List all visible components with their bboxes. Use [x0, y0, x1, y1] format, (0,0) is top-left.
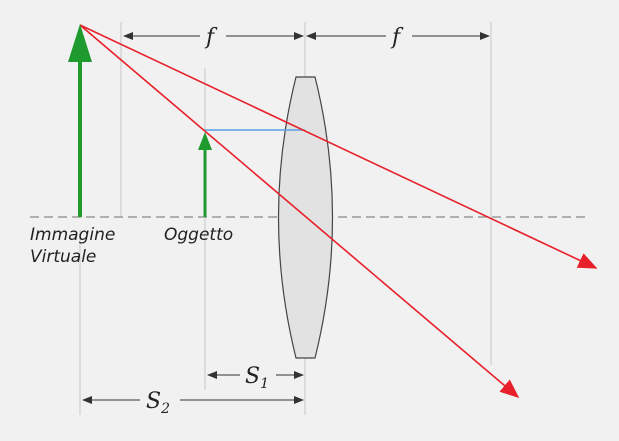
- object-label: Oggetto: [164, 225, 233, 245]
- object-arrow-head: [198, 132, 212, 150]
- s2-label: S2: [146, 389, 170, 417]
- virtual-image-label-line1: Immagine: [30, 225, 115, 245]
- ray-through-center: [79, 24, 520, 399]
- virtual-image-label-line2: Virtuale: [30, 247, 96, 267]
- ray-through-focus: [79, 24, 598, 269]
- virtual-image-arrow-head: [68, 24, 92, 62]
- s1-label: S1: [245, 364, 269, 392]
